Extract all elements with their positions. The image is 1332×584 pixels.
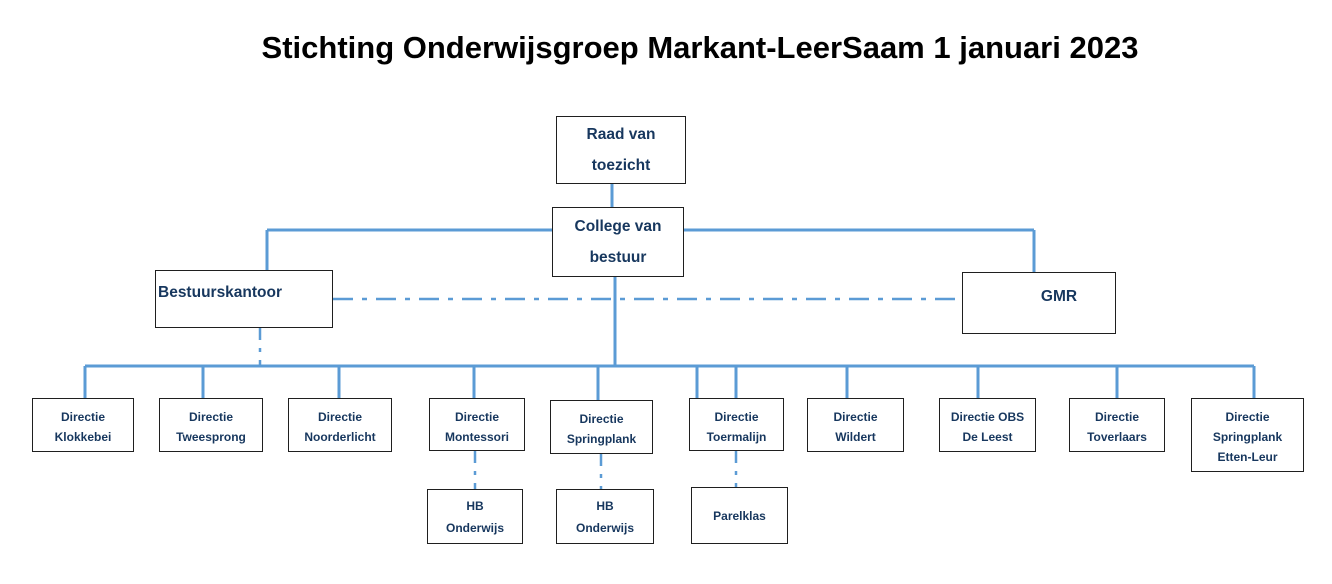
node-label-line: Parelklas <box>713 508 766 523</box>
node-label-line: Onderwijs <box>575 520 634 535</box>
node-label-line: Wildert <box>835 430 876 444</box>
node-label-line: De Leest <box>962 430 1013 444</box>
node-label-line: HB <box>596 498 614 513</box>
node-college-van-bestuur: College van bestuur <box>552 207 684 277</box>
diagram-title: Stichting Onderwijsgroep Markant-LeerSaa… <box>261 30 1139 65</box>
node-directie-obs-de-leest: Directie OBS De Leest <box>939 398 1036 452</box>
node-label-line: College van <box>574 218 662 235</box>
node-label-line: Montessori <box>444 430 509 444</box>
node-label-line: Noorderlicht <box>304 430 376 444</box>
node-label-line: Directie <box>454 410 500 424</box>
node-raad-van-toezicht: Raad van toezicht <box>556 116 686 184</box>
node-label-line: Directie <box>833 410 878 424</box>
node-label-line: Directie OBS <box>950 410 1025 424</box>
node-label-line: toezicht <box>591 157 651 174</box>
node-label-line: Springplank <box>566 432 637 446</box>
node-label-line: Tweesprong <box>176 430 246 444</box>
node-label-line: bestuur <box>589 249 647 266</box>
node-hb-onderwijs-1: HB Onderwijs <box>427 489 523 544</box>
node-label-line: Directie <box>188 410 234 424</box>
node-label-line: Bestuurskantoor <box>158 284 283 301</box>
node-hb-onderwijs-2: HB Onderwijs <box>556 489 654 544</box>
node-label-line: GMR <box>1040 288 1078 305</box>
node-label-line: Directie <box>1094 410 1140 424</box>
node-label-line: Springplank <box>1212 430 1283 444</box>
node-label-line: Onderwijs <box>445 520 504 535</box>
node-parelklas: Parelklas <box>691 487 788 544</box>
node-label-line: Directie <box>1225 410 1270 424</box>
node-label-line: HB <box>466 498 484 513</box>
node-gmr: GMR <box>962 272 1116 334</box>
node-label-line: Raad van <box>586 126 656 143</box>
node-label-line: Directie <box>317 410 363 424</box>
node-label-line: Directie <box>579 412 624 426</box>
node-bestuurskantoor: Bestuurskantoor <box>155 270 333 328</box>
node-label-line: Toermalijn <box>706 430 767 444</box>
node-label-line: Directie <box>714 410 759 424</box>
node-label-line: Klokkebei <box>54 430 112 444</box>
node-label-line: Etten-Leur <box>1217 450 1278 464</box>
node-label-line: Toverlaars <box>1087 430 1147 444</box>
node-label-line: Directie <box>60 410 106 424</box>
